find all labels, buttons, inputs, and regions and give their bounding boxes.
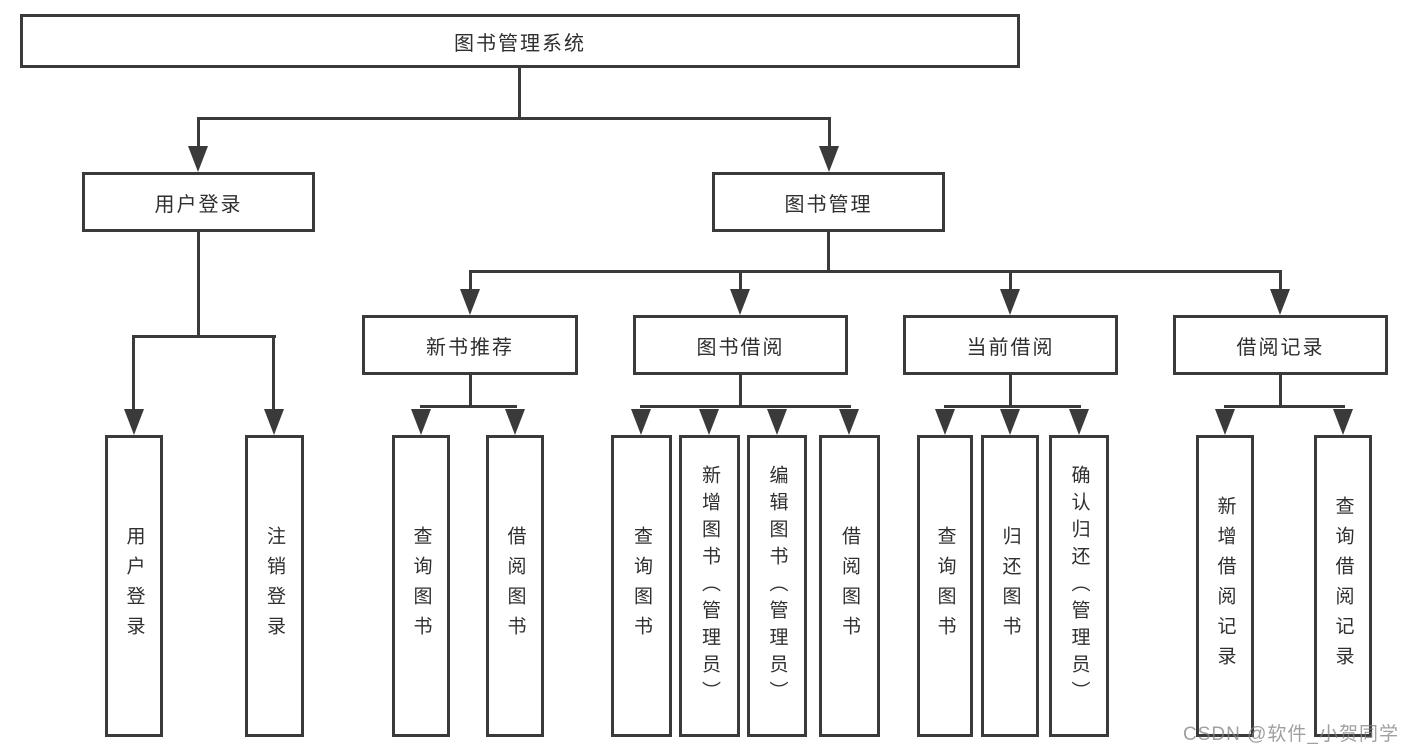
node-label: 图书管理 bbox=[784, 193, 873, 216]
connector-line bbox=[1009, 270, 1012, 292]
arrow-down-icon bbox=[730, 289, 750, 315]
connector-line bbox=[518, 68, 521, 117]
node-label: 新书推荐 bbox=[426, 336, 514, 359]
connector-line bbox=[469, 270, 472, 292]
node-borrowing-records: 借阅记录 bbox=[1173, 315, 1388, 375]
connector-line bbox=[828, 117, 831, 150]
csdn-watermark: CSDN @软件_小贺同学 bbox=[1183, 724, 1399, 745]
arrow-down-icon bbox=[188, 146, 208, 172]
leaf-return-book: 归还图书 bbox=[981, 435, 1039, 737]
connector-line bbox=[1009, 375, 1012, 408]
arrow-down-icon bbox=[124, 409, 144, 435]
arrow-down-icon bbox=[411, 409, 431, 435]
arrow-down-icon bbox=[631, 409, 651, 435]
leaf-query-book-1: 查询图书 bbox=[392, 435, 450, 737]
node-label: 查询借阅记录 bbox=[1332, 496, 1354, 676]
connector-line bbox=[1279, 375, 1282, 408]
arrow-down-icon bbox=[1000, 289, 1020, 315]
node-label: 用户登录 bbox=[123, 526, 145, 646]
arrow-down-icon bbox=[1270, 289, 1290, 315]
connector-line bbox=[272, 335, 275, 413]
connector-line bbox=[469, 375, 472, 408]
connector-line bbox=[197, 117, 831, 120]
node-label: 确认归还（管理员） bbox=[1068, 464, 1090, 708]
arrow-down-icon bbox=[819, 146, 839, 172]
leaf-add-borrow-record: 新增借阅记录 bbox=[1196, 435, 1254, 737]
node-label: 图书借阅 bbox=[696, 336, 785, 359]
arrow-down-icon bbox=[1069, 409, 1089, 435]
arrow-down-icon bbox=[460, 289, 480, 315]
node-label: 借阅图书 bbox=[839, 526, 860, 646]
arrow-down-icon bbox=[1215, 409, 1235, 435]
node-label: 新增图书（管理员） bbox=[699, 464, 720, 708]
connector-line bbox=[640, 405, 851, 408]
connector-line bbox=[739, 270, 742, 292]
node-label: 查询图书 bbox=[631, 526, 652, 646]
node-book-management: 图书管理 bbox=[712, 172, 945, 232]
connector-line bbox=[1224, 405, 1345, 408]
node-label: 编辑图书（管理员） bbox=[766, 464, 788, 708]
leaf-query-book-3: 查询图书 bbox=[917, 435, 973, 737]
connector-line bbox=[1279, 270, 1282, 292]
node-label: 注销登录 bbox=[264, 526, 285, 646]
node-label: 用户登录 bbox=[154, 193, 243, 216]
node-label: 图书管理系统 bbox=[454, 32, 586, 55]
leaf-edit-book-admin: 编辑图书（管理员） bbox=[747, 435, 807, 737]
arrow-down-icon bbox=[767, 409, 787, 435]
leaf-add-book-admin: 新增图书（管理员） bbox=[679, 435, 740, 737]
leaf-borrow-book-2: 借阅图书 bbox=[819, 435, 880, 737]
connector-line bbox=[132, 335, 135, 413]
connector-line bbox=[132, 335, 276, 338]
connector-line bbox=[739, 375, 742, 408]
node-label: 查询图书 bbox=[410, 526, 432, 646]
arrow-down-icon bbox=[1000, 409, 1020, 435]
connector-line bbox=[827, 232, 830, 272]
connector-line bbox=[197, 232, 200, 338]
node-new-book-recommend: 新书推荐 bbox=[362, 315, 578, 375]
node-label: 查询图书 bbox=[934, 526, 956, 646]
connector-line bbox=[197, 117, 200, 150]
node-user-login: 用户登录 bbox=[82, 172, 315, 232]
node-label: 当前借阅 bbox=[966, 336, 1055, 359]
arrow-down-icon bbox=[699, 409, 719, 435]
leaf-query-borrow-record: 查询借阅记录 bbox=[1314, 435, 1372, 737]
leaf-logout: 注销登录 bbox=[245, 435, 304, 737]
node-label: 借阅记录 bbox=[1236, 336, 1325, 359]
leaf-confirm-return-admin: 确认归还（管理员） bbox=[1049, 435, 1109, 737]
node-label: 借阅图书 bbox=[504, 526, 526, 646]
connector-line bbox=[469, 270, 1282, 273]
node-current-borrowing: 当前借阅 bbox=[903, 315, 1118, 375]
leaf-user-login: 用户登录 bbox=[105, 435, 163, 737]
arrow-down-icon bbox=[264, 409, 284, 435]
arrow-down-icon bbox=[505, 409, 525, 435]
node-library-management-system: 图书管理系统 bbox=[20, 14, 1020, 68]
arrow-down-icon bbox=[935, 409, 955, 435]
leaf-borrow-book-1: 借阅图书 bbox=[486, 435, 544, 737]
node-label: 归还图书 bbox=[999, 526, 1021, 646]
connector-line bbox=[944, 405, 1081, 408]
arrow-down-icon bbox=[1333, 409, 1353, 435]
node-label: 新增借阅记录 bbox=[1214, 496, 1236, 676]
arrow-down-icon bbox=[839, 409, 859, 435]
node-book-borrowing: 图书借阅 bbox=[633, 315, 848, 375]
connector-line bbox=[420, 405, 517, 408]
leaf-query-book-2: 查询图书 bbox=[611, 435, 672, 737]
